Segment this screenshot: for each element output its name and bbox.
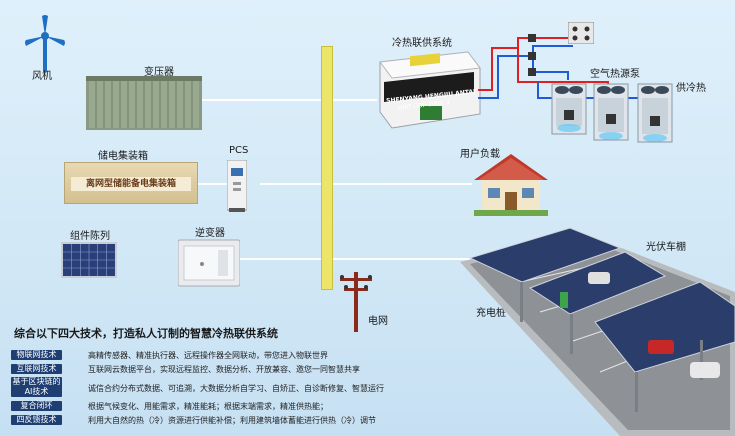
charging-label: 充电桩 (476, 308, 506, 319)
tech-desc-internet: 互联网云数据平台，实现远程监控、数据分析、开放兼容、邀您一同智慧共享 (88, 365, 360, 374)
tech-desc-closed-loop: 根据气候变化、用能需求，精准能耗；根据末端需求，精准供热能； (88, 402, 328, 411)
pipe-network (478, 34, 648, 99)
tech-tag-closed-loop: 复合闭环 (11, 401, 62, 411)
line-pcs (197, 183, 227, 185)
power-pole-icon (340, 272, 372, 332)
chp-system-label: 冷热联供系统 (392, 38, 452, 49)
line-inverter (240, 258, 322, 260)
pcs-cabinet-icon (227, 160, 247, 212)
grid-label: 电网 (368, 316, 388, 327)
wind-turbine-icon (25, 15, 65, 72)
tech-desc-feedback: 利用大自然的热（冷）资源进行供能补偿；利用建筑墙体蓄能进行供热（冷）调节 (88, 416, 376, 425)
tech-desc-blockchain: 诚信合约分布式数据、可追溯，大数据分析自学习、自矫正、自诊断修复、智慧运行 (88, 384, 384, 393)
line-storage (260, 183, 322, 185)
transformer-label: 变压器 (144, 67, 174, 78)
tech-tag-feedback: 四反馈技术 (11, 415, 62, 425)
heat-supply-label: 供冷热 (676, 83, 706, 94)
transformer-icon (86, 76, 202, 130)
inverter-icon (178, 239, 240, 287)
user-load-label: 用户负载 (460, 149, 500, 160)
storage-label: 储电集装箱 (98, 151, 148, 162)
line-carport (332, 258, 502, 260)
carport-scene (460, 227, 735, 436)
line-chp (332, 99, 377, 101)
tech-tag-blockchain-line2: AI技术 (24, 387, 49, 396)
storage-sign: 离网型储能备电集装箱 (71, 177, 191, 191)
wind-label: 风机 (32, 71, 52, 82)
carport-label: 光伏车棚 (646, 242, 686, 253)
tech-title: 综合以下四大技术，打造私人订制的智慧冷热联供系统 (14, 327, 278, 340)
heat-pump-unit-3 (637, 83, 673, 143)
house-icon (474, 154, 548, 216)
storage-container: 离网型储能备电集装箱 (64, 162, 198, 204)
pcs-label: PCS (229, 145, 249, 156)
tech-tag-blockchain-line1: 基于区块链的 (12, 377, 61, 386)
power-bus (321, 46, 333, 290)
chp-unit-icon (379, 51, 481, 129)
tech-desc-iot: 高精传感器、精准执行器、远程操作器全网联动，带您进入物联世界 (88, 351, 328, 360)
tech-tag-blockchain: 基于区块链的 AI技术 (11, 377, 62, 397)
line-user (332, 183, 472, 185)
line-transformer (200, 99, 322, 101)
pv-array-label: 组件陈列 (70, 231, 110, 242)
heat-pump-unit-2 (593, 83, 629, 141)
heat-pump-unit-1 (551, 83, 587, 135)
heat-pump-label: 空气热源泵 (590, 69, 640, 80)
tech-tag-internet: 互联网技术 (11, 364, 62, 374)
pv-panel-icon (61, 242, 117, 278)
tech-tag-iot: 物联网技术 (11, 350, 62, 360)
inverter-label: 逆变器 (195, 228, 225, 239)
heat-exchanger-icon (568, 22, 594, 44)
